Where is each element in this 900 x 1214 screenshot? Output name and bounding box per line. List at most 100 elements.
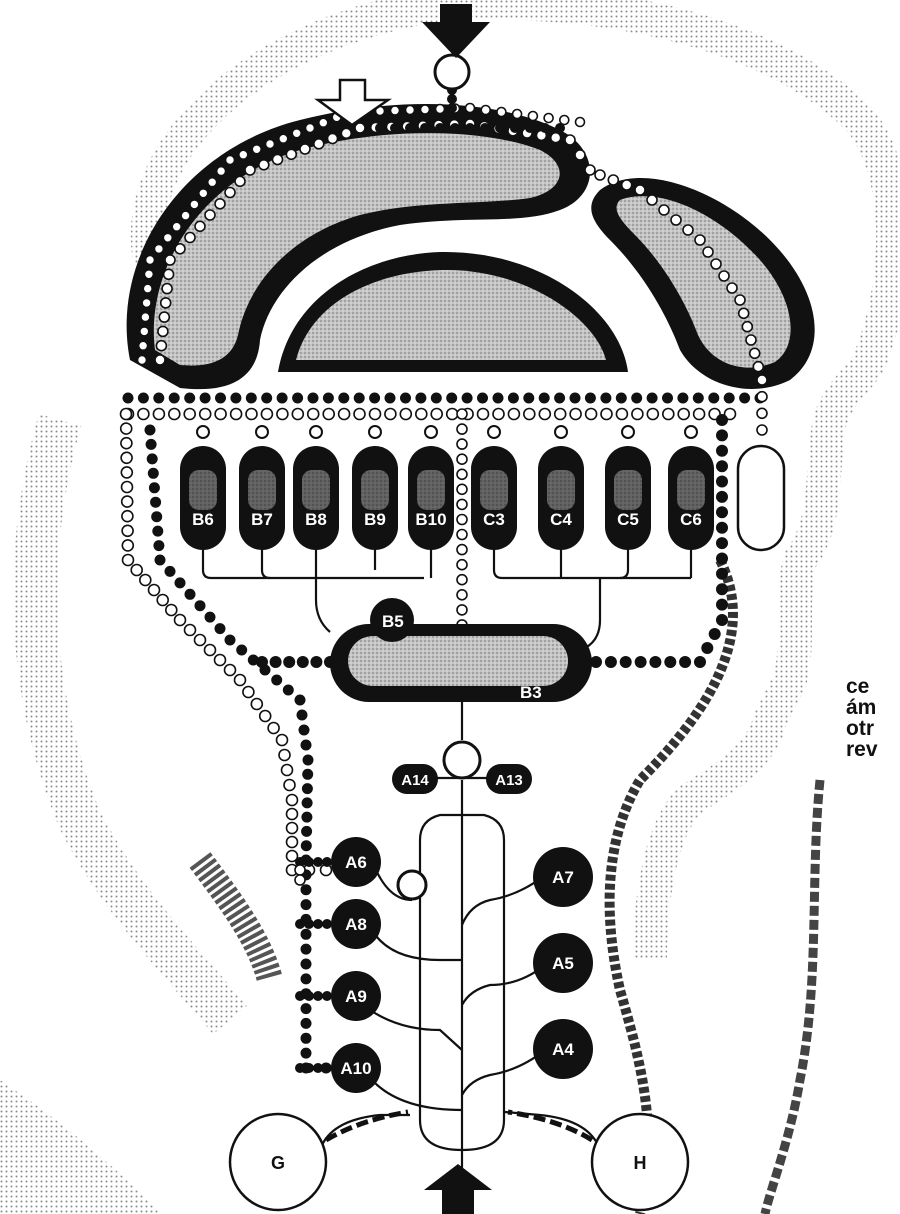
upper-nucleus-pill: B8 (293, 426, 339, 550)
pathway-dot (217, 167, 226, 176)
pathway-dot (157, 595, 168, 606)
pathway-dot (620, 656, 632, 668)
pathway-dot (225, 635, 236, 646)
pathway-dot (301, 840, 312, 851)
caption-line: ce (846, 676, 900, 697)
pathway-dot (287, 795, 298, 806)
pathway-dot (277, 393, 288, 404)
pathway-dot (181, 211, 190, 220)
pathway-dot (693, 393, 704, 404)
pathway-dot (150, 497, 161, 508)
pathway-dot (301, 1048, 312, 1059)
pathway-dot (145, 425, 156, 436)
pathway-dot (123, 555, 134, 566)
pathway-dot (287, 809, 298, 820)
nucleus-label: C6 (680, 510, 702, 529)
pathway-dot (739, 308, 749, 318)
pathway-dot (230, 393, 241, 404)
nucleus-label: B10 (415, 510, 446, 529)
pathway-dot (195, 600, 206, 611)
pathway-dot (283, 685, 294, 696)
pathway-dot (375, 123, 385, 133)
pathway-dot (510, 123, 520, 133)
pathway-dot (508, 393, 519, 404)
pathway-dot (121, 452, 132, 463)
upper-nucleus-pill: C4 (538, 426, 584, 550)
pathway-dot (632, 409, 643, 420)
pathway-dot (308, 409, 319, 420)
nucleus-label: A6 (345, 853, 367, 872)
pathway-dot (524, 409, 535, 420)
pathway-dot (166, 605, 177, 616)
pathway-dot (323, 409, 334, 420)
pathway-dot (138, 356, 147, 365)
side-nucleus-right: A5 (533, 933, 593, 993)
pathway-dot (551, 133, 561, 143)
pathway-dot (301, 1003, 312, 1014)
pathway-dot (301, 1033, 312, 1044)
pathway-dot (142, 298, 151, 307)
side-nucleus-left: A9 (322, 971, 381, 1021)
pathway-dot (152, 526, 163, 537)
pathway-dot (678, 409, 689, 420)
pathway-dot (306, 124, 315, 133)
pathway-dot (601, 409, 612, 420)
pathway-dot (703, 247, 713, 257)
pathway-dot (140, 327, 149, 336)
pathway-dot (138, 393, 149, 404)
pathway-dot (313, 1063, 323, 1073)
pathway-dot (391, 106, 400, 115)
pathway-dot (301, 929, 312, 940)
nucleus-label: B8 (305, 510, 327, 529)
pathway-dot (239, 150, 248, 159)
pathway-dot (146, 256, 155, 265)
pathway-dot (457, 499, 467, 509)
pathway-dot (323, 393, 334, 404)
pathway-dot (260, 711, 271, 722)
pathway-dot (121, 409, 132, 420)
upper-nucleus-pill: B9 (352, 426, 398, 550)
nucleus-label: A5 (552, 954, 574, 973)
pathway-dot (716, 460, 728, 472)
pathway-dot (631, 393, 642, 404)
pathway-dot (709, 628, 721, 640)
pathway-dot (295, 865, 305, 875)
pathway-dot (727, 283, 737, 293)
pathway-dot (251, 699, 262, 710)
pathway-dot (659, 205, 669, 215)
pathway-dot (757, 375, 767, 385)
pathway-dot (165, 255, 175, 265)
pathway-dot (493, 393, 504, 404)
pathway-dot (313, 857, 323, 867)
side-nucleus-right: A4 (533, 1019, 593, 1079)
pathway-dot (295, 1063, 305, 1073)
pathway-dot (231, 409, 242, 420)
pathway-dot (154, 244, 163, 253)
nucleus-label: A4 (552, 1040, 574, 1059)
pathway-dot (457, 409, 467, 419)
pathway-dot (301, 899, 312, 910)
pathway-dot (436, 105, 445, 114)
pathway-dot (295, 695, 306, 706)
pathway-dot (570, 409, 581, 420)
pathway-dot (508, 409, 519, 420)
center-nucleus-b3 (330, 624, 592, 702)
pathway-dot (246, 393, 257, 404)
pathway-dot (243, 687, 254, 698)
pathway-dot (539, 393, 550, 404)
pathway-dot (450, 123, 460, 133)
nucleus-label: A10 (340, 1059, 371, 1078)
pathway-dot (175, 244, 185, 254)
pathway-dot (245, 165, 255, 175)
pathway-dot (457, 530, 467, 540)
pathway-dot (279, 750, 290, 761)
pathway-dot (261, 409, 272, 420)
pathway-dot (153, 393, 164, 404)
pathway-dot (299, 725, 310, 736)
pathway-dot (716, 553, 728, 565)
pathway-dot (225, 188, 235, 198)
pathway-dot (677, 393, 688, 404)
pathway-dot (122, 496, 133, 507)
pathway-dot (164, 269, 174, 279)
pathway-dot (694, 409, 705, 420)
